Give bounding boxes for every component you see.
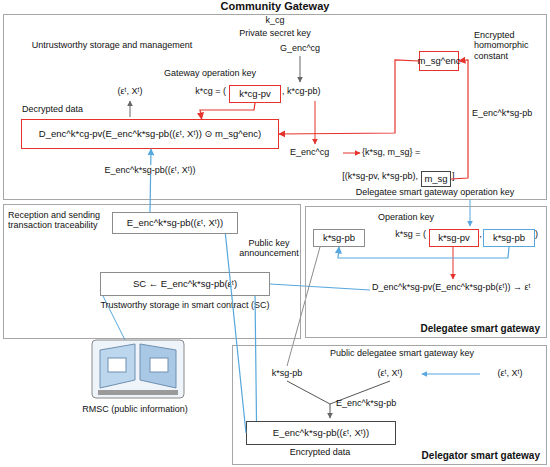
region-title: Community Gateway [4, 0, 546, 12]
decryption-arrow [453, 247, 454, 279]
key-delivery-arrow [470, 199, 471, 226]
public-key-box: k*sg-pb [313, 229, 365, 247]
function-symbol: E_enc^k*sg-pb [336, 398, 416, 408]
key-caption: Private secret key [220, 28, 330, 38]
encrypted-constant-box: m_sg^enc [419, 51, 459, 71]
box-text: k*cg-pv [237, 89, 273, 100]
merge-line [287, 381, 330, 404]
box-text: SC ← E_enc^k*sg-pb(εᵗ) [131, 279, 239, 290]
key-symbol: k*sg-pb [262, 368, 312, 378]
input-arrow [422, 374, 480, 375]
edge-label: E_enc^k*sg-pb [472, 108, 544, 118]
box-text: m_sg [422, 174, 449, 185]
constant-caption: Encrypted homomorphic constant [474, 30, 546, 61]
key-symbol: k_cg [250, 15, 300, 25]
encryption-arrow [451, 60, 468, 179]
box-text: E_enc^k*sg-pb((εᵗ, Xᵗ)) [271, 428, 371, 439]
box-text: k*sg-pb [321, 233, 357, 244]
key-caption: Operation key [378, 212, 458, 222]
formula-text: ) [535, 229, 543, 239]
smart-contract-link [270, 284, 370, 290]
rmsc-panel [100, 344, 135, 388]
key-caption: Gateway operation key [150, 68, 270, 78]
formula-text: k*cg = ( [170, 86, 226, 96]
encryption-arrow [343, 153, 360, 154]
announcement-caption: Public key announcement [236, 238, 302, 259]
formula-text: , [478, 229, 483, 239]
decryption-formula: D_enc^k*sg-pv(E_enc^k*sg-pb(εᵗ)) → εᵗ [372, 282, 544, 292]
data-caption: Encrypted data [245, 447, 395, 457]
formula-text: {k*sg, m_sg} = [362, 147, 452, 157]
encrypt-arrow [330, 404, 331, 418]
rmsc-illustration [92, 340, 184, 398]
output-arrow [130, 101, 131, 117]
decrypted-data-box: D_enc^k*cg-pv(E_enc^k*sg-pb((εᵗ, Xᵗ)) ⊙ … [21, 119, 279, 149]
region-title: Delegator smart gateway [422, 450, 540, 461]
box-text: m_sg^enc [416, 56, 463, 67]
encrypted-data-box: E_enc^k*sg-pb((εᵗ, Xᵗ)) [246, 421, 396, 445]
region-title: Delegatee smart gateway [420, 323, 540, 334]
rmsc-caption: RMSC (public information) [60, 404, 210, 414]
storage-caption: Trustworthy storage in smart contract (S… [100, 300, 270, 310]
private-key-box: k*cg-pv [229, 85, 281, 103]
formula-text: ] [452, 171, 462, 181]
announce-arrow [338, 247, 509, 258]
box-text: E_enc^k*sg-pb((εᵗ, Xᵗ)) [125, 218, 225, 229]
traceability-caption: Reception and sending transaction tracea… [8, 210, 108, 231]
data-symbol: (εᵗ, Xᵗ) [480, 368, 540, 378]
traceability-region [4, 205, 301, 339]
box-text: k*sg-pb [491, 233, 527, 244]
rmsc-block [150, 358, 168, 372]
transfer-arrow [150, 149, 151, 212]
box-text: k*sg-pv [436, 233, 472, 244]
transaction-line [225, 234, 246, 433]
data-caption: Decrypted data [22, 104, 102, 114]
function-symbol: E_enc^cg [290, 147, 342, 157]
function-symbol: G_enc^cg [275, 43, 325, 53]
key-caption: Public delegatee smart gateway key [330, 348, 500, 358]
encryption-arrow [315, 101, 316, 144]
rmsc-base [98, 390, 178, 395]
formula-text: [(k*sg-pv, k*sg-pb), [300, 171, 418, 181]
traceability-box: E_enc^k*sg-pb((εᵗ, Xᵗ)) [112, 212, 238, 234]
public-key-link [287, 247, 320, 366]
transaction-line [255, 296, 256, 421]
formula-text: , k*cg-pb) [282, 86, 344, 96]
constant-box: m_sg [421, 171, 451, 187]
constant-arrow [279, 60, 419, 134]
public-key-box: k*sg-pb [483, 229, 535, 247]
rmsc-link [100, 290, 125, 340]
data-symbol: (εᵗ, Xᵗ) [360, 368, 420, 378]
key-arrow [300, 56, 301, 82]
storage-caption: Untrustworthy storage and management [12, 40, 212, 50]
rmsc-block [108, 358, 126, 372]
delegatee-region: Delegatee smart gateway k*sg-pb k*sg-pv k*s… [305, 206, 547, 338]
box-text: D_enc^k*cg-pv(E_enc^k*sg-pb((εᵗ, Xᵗ)) ⊙ … [37, 129, 263, 140]
rmsc-panel [140, 344, 176, 388]
data-symbol: (εᵗ, Xᵗ) [95, 86, 165, 96]
formula-text: k*sg = ( [370, 229, 426, 239]
private-key-box: k*sg-pv [429, 229, 479, 247]
rmsc-frame [92, 340, 184, 398]
key-caption: Delegatee smart gateway operation key [330, 187, 540, 197]
key-arrow [200, 103, 255, 119]
smart-contract-box: SC ← E_enc^k*sg-pb(εᵗ) [100, 272, 270, 296]
edge-label: E_enc^k*sg-pb((εᵗ, Xᵗ)) [85, 165, 215, 175]
